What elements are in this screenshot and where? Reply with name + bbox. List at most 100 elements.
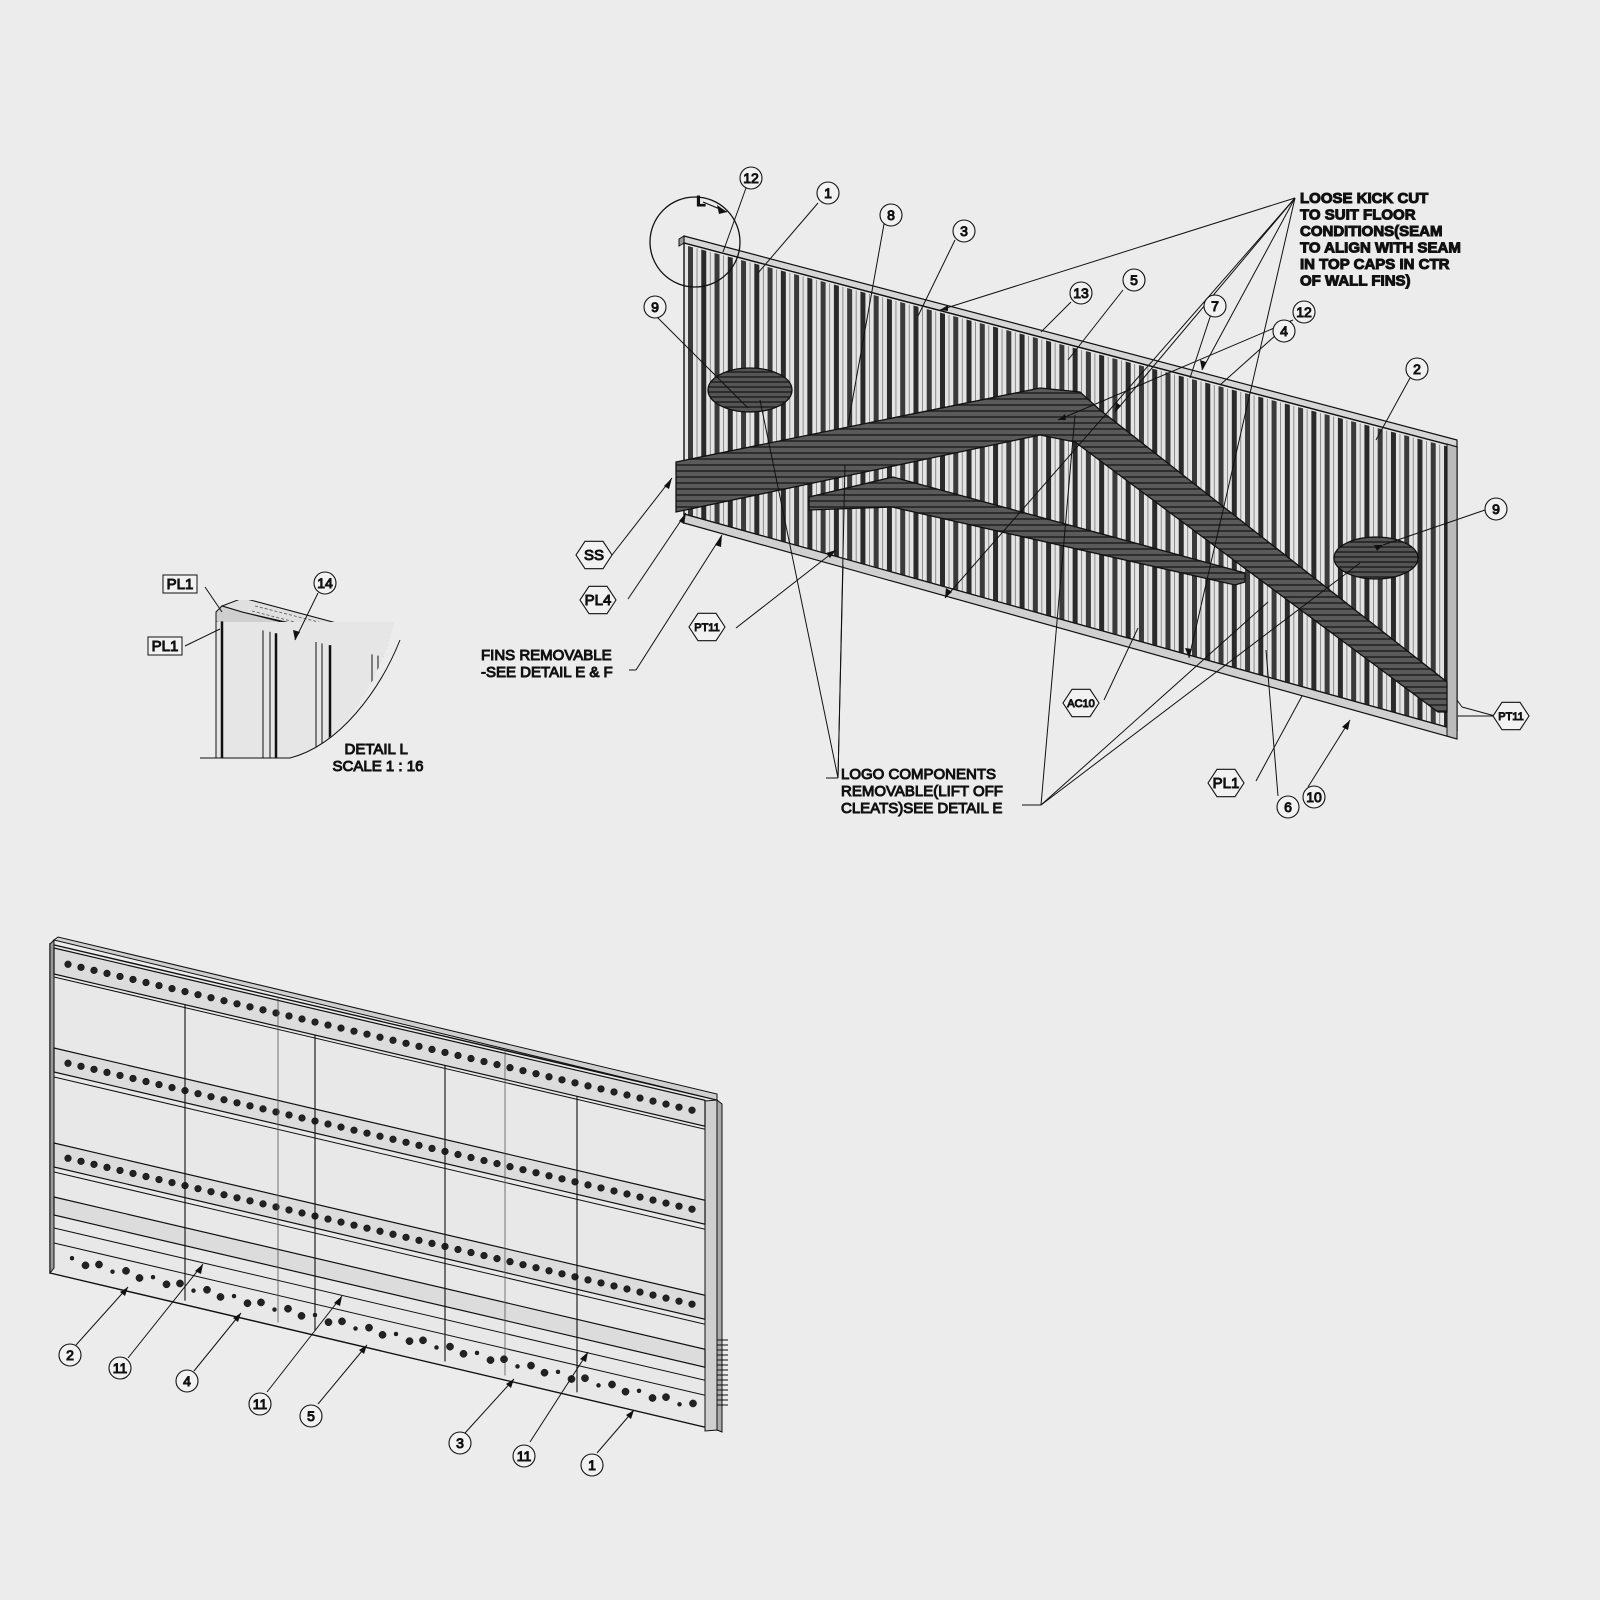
detail-item-balloons: 14 (313, 571, 337, 595)
item-balloon: 12 (739, 166, 763, 190)
item-balloon: 4 (1272, 319, 1296, 343)
rear-fastener (64, 1059, 72, 1067)
rear-fastener (623, 1091, 631, 1099)
wall-fin (1138, 365, 1144, 643)
rear-fastener (610, 1088, 618, 1096)
tag-text: PL1 (167, 576, 194, 593)
rear-fastener (675, 1103, 683, 1111)
item-balloon: 2 (58, 1343, 82, 1367)
rear-fastener (220, 1191, 228, 1199)
balloon-number: 3 (960, 223, 968, 239)
rear-fastener (571, 1079, 579, 1087)
rear-fastener (142, 1077, 150, 1086)
rear-fastener (415, 1042, 423, 1050)
kick-fastener (257, 1298, 265, 1307)
balloon-number: 7 (1211, 298, 1219, 314)
item-balloon: 9 (1484, 497, 1508, 521)
rear-fastener (480, 1251, 488, 1260)
balloon-circle (175, 1369, 199, 1393)
detail-l-caption: DETAIL L SCALE 1 : 16 (333, 741, 424, 775)
balloon-circle (816, 181, 840, 205)
rear-fastener (350, 1126, 358, 1134)
tag-box (162, 574, 198, 594)
wall-fin (1059, 344, 1065, 621)
item-balloon: 14 (313, 571, 337, 595)
rear-fastener (545, 1267, 553, 1275)
kick-fastener (378, 1330, 387, 1339)
rear-fastener (363, 1030, 371, 1038)
rear-fastener (610, 1187, 618, 1195)
tag-hexagon (688, 612, 726, 642)
kick-fastener (203, 1285, 211, 1294)
wall-fin (1032, 337, 1038, 613)
balloon-number: 14 (317, 575, 333, 591)
rear-fastener (688, 1205, 696, 1213)
rear-fastener (77, 963, 85, 971)
balloon-circle (512, 1444, 536, 1468)
rear-fastener (493, 1255, 501, 1263)
rear-fastener (129, 1169, 137, 1178)
rear-fastener (454, 1051, 462, 1060)
wall-fin (979, 323, 985, 599)
material-tag: SS (575, 540, 613, 570)
rear-fastener (389, 1135, 397, 1143)
tag-hexagon (1062, 688, 1100, 718)
balloon-circle (299, 1404, 323, 1428)
balloon-circle (580, 1453, 604, 1477)
rear-fastener (584, 1276, 592, 1284)
balloon-circle (108, 1356, 132, 1380)
rear-fastener (103, 969, 111, 977)
wall-fin (1430, 442, 1436, 725)
rear-fastener (116, 1071, 124, 1080)
kick-fastener (596, 1383, 601, 1388)
kick-fastener (338, 1317, 346, 1326)
rear-fastener (532, 1070, 540, 1078)
rear-fastener (376, 1033, 384, 1041)
balloon-number: 1 (824, 185, 832, 201)
rear-fastener (649, 1196, 657, 1204)
rear-fastener (363, 1224, 371, 1232)
rear-fastener (363, 1129, 371, 1137)
item-balloon: 11 (512, 1444, 536, 1468)
balloon-number: 2 (66, 1347, 74, 1363)
rear-fastener (428, 1045, 436, 1054)
material-tag: PT11 (1492, 701, 1530, 731)
wall-fin (1006, 330, 1012, 606)
rear-fastener (337, 1123, 345, 1131)
rear-fastener (129, 975, 137, 984)
rear-fastener (324, 1120, 332, 1128)
balloon-circle (58, 1343, 82, 1367)
rear-fastener (90, 1065, 98, 1073)
item-balloon: 12 (1292, 300, 1316, 324)
balloon-number: 9 (651, 299, 659, 315)
rear-fastener (285, 1111, 293, 1119)
balloon-circle (643, 295, 667, 319)
rear-fastener (597, 1279, 605, 1287)
material-tag: PL1 (1207, 768, 1245, 798)
kick-fastener (500, 1355, 508, 1364)
wall-fin (1072, 347, 1078, 624)
kick-fastener (176, 1279, 184, 1288)
material-tag: AC10 (1062, 688, 1100, 718)
kick-fastener (69, 1255, 75, 1261)
rear-panel-seam (53, 976, 706, 1130)
rear-fastener (168, 984, 176, 993)
rear-fastener (662, 1100, 670, 1108)
rear-fastener (155, 1080, 163, 1089)
section-marker-text: L (696, 193, 705, 210)
kick-fastener (365, 1323, 373, 1332)
rear-fastener (324, 1021, 332, 1029)
kick-fastener (324, 1318, 333, 1327)
item-balloon: 11 (108, 1356, 132, 1380)
rear-fastener (402, 1138, 410, 1146)
kick-fastener (135, 1274, 144, 1282)
kick-fastener (162, 1280, 171, 1289)
balloon-circle (248, 1392, 272, 1416)
rear-fastener (545, 1172, 553, 1180)
rear-fastener (532, 1169, 540, 1177)
rear-fastener (506, 1258, 514, 1266)
rear-fastener (688, 1300, 696, 1308)
rear-panel-seam (53, 1227, 706, 1381)
